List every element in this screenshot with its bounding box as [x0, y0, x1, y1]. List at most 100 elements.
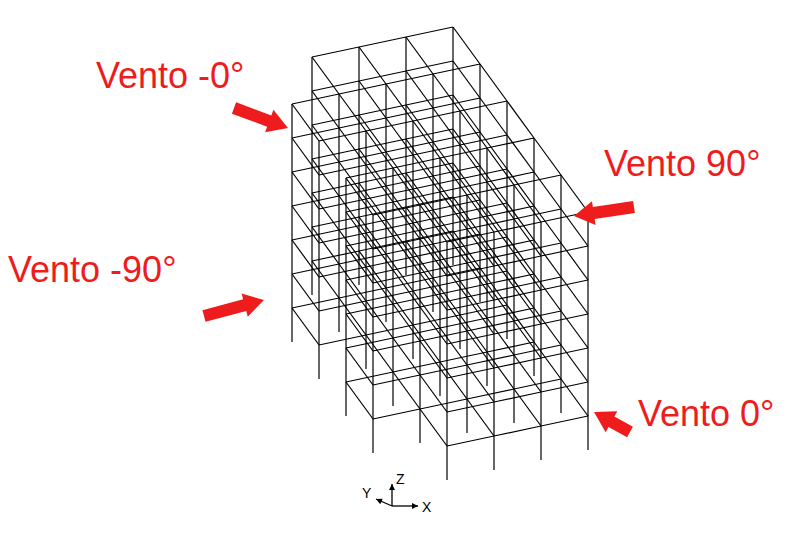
frame-member: [447, 436, 494, 446]
frame-member: [587, 212, 588, 450]
frame-member: [292, 206, 319, 243]
frame-member: [534, 274, 561, 311]
frame-member: [507, 101, 534, 138]
frame-member: [534, 206, 561, 243]
frame-member: [373, 409, 420, 419]
wind-label: Vento 0°: [638, 396, 775, 432]
frame-member: [318, 141, 319, 379]
frame-member: [393, 362, 440, 372]
frame-member: [346, 314, 373, 351]
frame-member: [312, 159, 339, 196]
frame-member: [319, 335, 366, 345]
frame-member: [453, 163, 480, 200]
frame-member: [292, 138, 319, 175]
frame-member: [312, 227, 339, 264]
frame-member: [534, 138, 561, 175]
frame-member: [453, 27, 480, 64]
frame-member: [366, 165, 393, 202]
frame-member: [359, 71, 406, 81]
axis-head: [376, 499, 383, 504]
frame-member: [346, 382, 373, 419]
frame-member: [480, 98, 507, 135]
frame-member: [366, 131, 393, 168]
frame-member: [365, 131, 366, 369]
frame-member: [446, 242, 447, 480]
wind-label: Vento -0°: [96, 58, 245, 94]
frame-member: [345, 178, 346, 416]
wind-arrow: [574, 201, 635, 225]
frame-member: [480, 132, 507, 169]
frame-member: [366, 233, 393, 270]
frame-member: [420, 409, 447, 446]
frame-member: [560, 175, 561, 413]
frame-member: [292, 104, 319, 141]
frame-member: [339, 298, 366, 335]
frame-member: [312, 47, 359, 57]
frame-member: [561, 277, 588, 314]
frame-member: [534, 342, 561, 379]
frame-member: [506, 101, 507, 339]
frame-member: [405, 37, 406, 275]
frame-member: [480, 166, 507, 203]
frame-member: [534, 240, 561, 277]
frame-member: [358, 47, 359, 285]
frame-member: [493, 232, 494, 470]
frame-member: [541, 416, 588, 426]
frame-member: [412, 121, 413, 359]
frame-member: [385, 84, 386, 322]
frame-member: [514, 379, 561, 389]
frame-member: [406, 27, 453, 37]
frame-member: [312, 91, 339, 128]
frame-member: [534, 172, 561, 209]
frame-member: [460, 315, 487, 352]
axis-label: Z: [396, 472, 405, 486]
frame-member: [467, 389, 514, 399]
frame-member: [312, 57, 339, 94]
axis-triad: [376, 484, 418, 509]
frame-member: [366, 335, 393, 372]
frame-member: [561, 379, 588, 416]
frame-member: [452, 27, 453, 265]
frame-member: [507, 169, 534, 206]
frame-member: [413, 325, 440, 362]
frame-member: [366, 267, 393, 304]
frame-member: [440, 362, 467, 399]
wind-arrows: [202, 102, 634, 437]
frame-member: [486, 148, 487, 386]
frame-member: [420, 307, 447, 344]
frame-member: [292, 274, 319, 311]
frame-member: [312, 193, 339, 230]
frame-member: [534, 308, 561, 345]
axis-head: [412, 503, 418, 509]
frame-member: [480, 200, 507, 237]
frame-member: [459, 111, 460, 349]
frame-member: [480, 64, 507, 101]
frame-member: [453, 61, 480, 98]
axis-line: [376, 499, 392, 506]
frame-member: [338, 94, 339, 332]
frame-member: [513, 185, 514, 423]
wind-arrow: [594, 411, 633, 437]
frame-member: [561, 311, 588, 348]
frame-member: [487, 352, 514, 389]
frame-member: [366, 199, 393, 236]
frame-member: [312, 125, 339, 162]
frame-member: [467, 399, 494, 436]
frame-member: [420, 341, 447, 378]
frame-member: [386, 288, 413, 325]
frame-member: [507, 135, 534, 172]
building-wireframe: [292, 27, 588, 480]
frame-member: [406, 61, 453, 71]
axis-head: [389, 484, 395, 490]
frame-member: [432, 74, 433, 312]
frame-member: [372, 215, 373, 453]
frame-member: [359, 37, 406, 47]
frame-member: [406, 95, 453, 105]
frame-member: [291, 104, 292, 342]
axis-label: X: [422, 500, 431, 514]
frame-member: [507, 271, 534, 308]
frame-member: [392, 168, 393, 406]
frame-member: [292, 172, 319, 209]
frame-member: [346, 348, 373, 385]
frame-member: [507, 203, 534, 240]
